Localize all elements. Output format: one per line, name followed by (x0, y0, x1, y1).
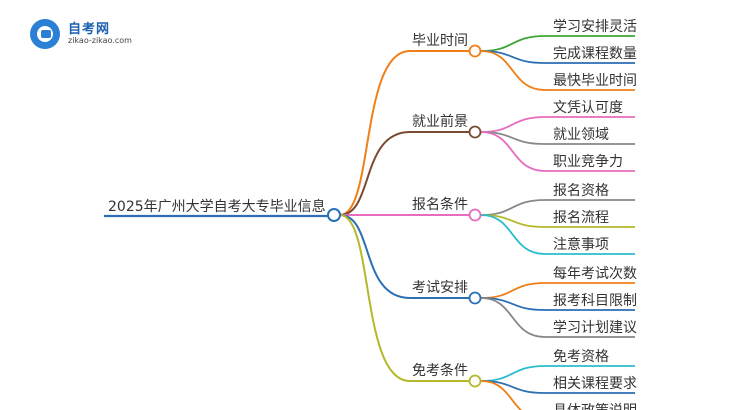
edges-layer (104, 35, 635, 410)
branch-edge (339, 214, 469, 299)
branch-node-circle (468, 44, 482, 58)
leaf-label: 具体政策说明 (553, 402, 637, 410)
branch-node-circle (468, 374, 482, 388)
nodes-layer: 2025年广州大学自考大专毕业信息毕业时间学习安排灵活完成课程数量最快毕业时间就… (108, 19, 637, 410)
branch-edge (339, 131, 469, 216)
leaf-label: 学习安排灵活 (553, 19, 637, 35)
leaf-label: 报名流程 (553, 210, 609, 226)
leaf-label: 学习计划建议 (553, 320, 637, 336)
branch-node-circle (468, 291, 482, 305)
leaf-label: 完成课程数量 (553, 46, 637, 62)
branch-label: 免考条件 (412, 362, 468, 379)
leaf-label: 报考科目限制 (553, 293, 637, 309)
leaf-label: 报名资格 (553, 183, 609, 199)
leaf-label: 文凭认可度 (553, 100, 623, 116)
leaf-edge (480, 35, 635, 52)
leaf-label: 每年考试次数 (553, 266, 637, 282)
leaf-edge (480, 131, 635, 172)
leaf-edge (480, 199, 635, 216)
leaf-edge (480, 297, 635, 311)
root-node-circle (327, 208, 341, 222)
leaf-label: 职业竞争力 (553, 153, 623, 170)
leaf-edge (480, 214, 635, 228)
leaf-edge (480, 380, 635, 394)
leaf-edge (480, 380, 522, 410)
branch-node-circle (468, 125, 482, 139)
logo-title: 自考网 (68, 22, 111, 37)
branch-label: 毕业时间 (412, 33, 468, 49)
leaf-edge (480, 131, 635, 145)
leaf-edge (480, 50, 635, 91)
leaf-label: 最快毕业时间 (553, 73, 637, 89)
branch-label: 考试安排 (412, 280, 468, 296)
branch-label: 就业前景 (412, 113, 468, 130)
leaf-edge (480, 116, 635, 133)
logo-subtitle: zikao-zikao.com (68, 36, 132, 45)
leaf-edge (480, 50, 635, 64)
logo-mark-icon (30, 19, 60, 49)
leaf-edge (480, 297, 635, 338)
leaf-label: 相关课程要求 (553, 376, 637, 392)
branch-edge (339, 50, 469, 216)
root-label: 2025年广州大学自考大专毕业信息 (108, 198, 326, 215)
leaf-label: 注意事项 (553, 236, 609, 253)
leaf-edge (480, 365, 635, 382)
leaf-edge (480, 282, 635, 299)
leaf-edge (480, 214, 635, 255)
site-logo[interactable]: 自考网 zikao-zikao.com (30, 18, 140, 49)
leaf-label: 就业领域 (553, 127, 609, 143)
branch-edge (339, 214, 469, 382)
leaf-label: 免考资格 (553, 349, 609, 365)
branch-node-circle (468, 208, 482, 222)
branch-label: 报名条件 (412, 196, 468, 213)
